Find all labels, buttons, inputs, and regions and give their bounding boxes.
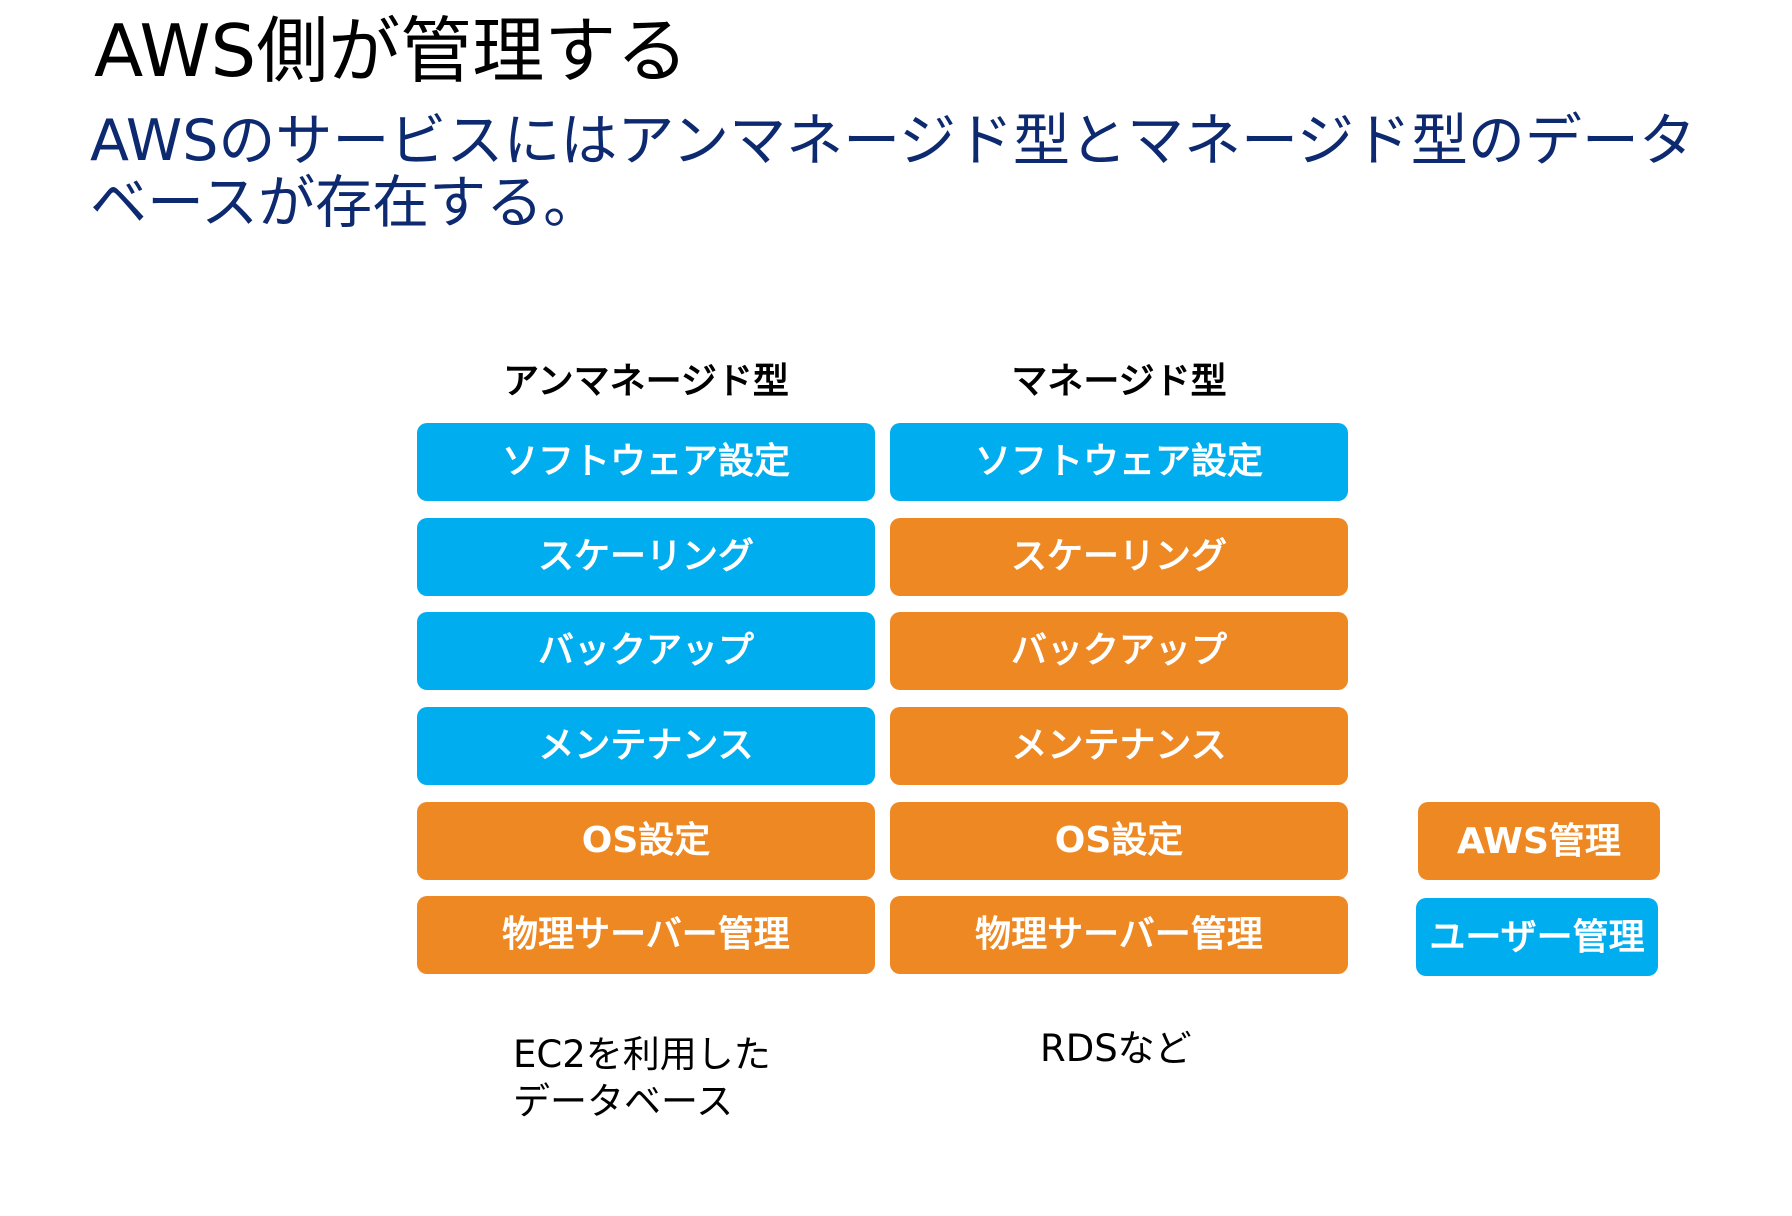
unmanaged-row-os-settings: OS設定 (417, 802, 875, 880)
managed-row-scaling: スケーリング (890, 518, 1348, 596)
managed-row-physical-server: 物理サーバー管理 (890, 896, 1348, 974)
unmanaged-row-physical-server: 物理サーバー管理 (417, 896, 875, 974)
slide-title: AWS側が管理する (94, 9, 689, 93)
legend-aws-managed: AWS管理 (1418, 802, 1660, 880)
managed-row-maintenance: メンテナンス (890, 707, 1348, 785)
caption-unmanaged-line2: データベース (513, 1080, 734, 1123)
column-header-unmanaged: アンマネージド型 (503, 361, 789, 402)
unmanaged-row-backup: バックアップ (417, 612, 875, 690)
managed-row-software-settings: ソフトウェア設定 (890, 423, 1348, 501)
unmanaged-row-maintenance: メンテナンス (417, 707, 875, 785)
legend-user-managed: ユーザー管理 (1416, 898, 1658, 976)
unmanaged-row-software-settings: ソフトウェア設定 (417, 423, 875, 501)
column-header-managed: マネージド型 (1011, 361, 1227, 402)
unmanaged-row-scaling: スケーリング (417, 518, 875, 596)
caption-managed: RDSなど (1040, 1027, 1192, 1070)
caption-unmanaged-line1: EC2を利用した (513, 1033, 771, 1076)
caption-unmanaged: EC2を利用した データベース (513, 1031, 771, 1125)
managed-row-backup: バックアップ (890, 612, 1348, 690)
slide-subtitle: AWSのサービスにはアンマネージド型とマネージド型のデータベースが存在する。 (90, 108, 1696, 236)
managed-row-os-settings: OS設定 (890, 802, 1348, 880)
